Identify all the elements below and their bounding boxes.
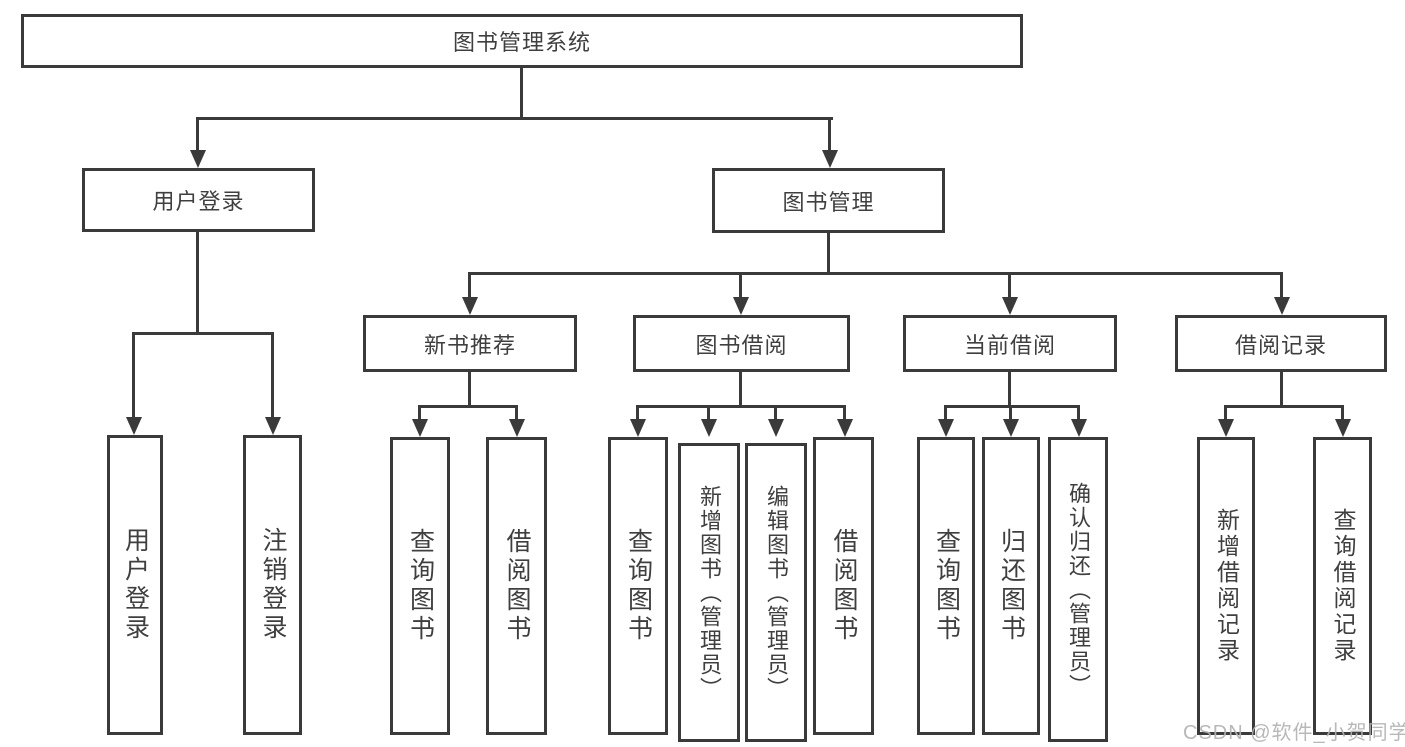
node-current-borrow: 当前借阅 bbox=[903, 315, 1117, 372]
csdn-watermark: CSDN @软件_小贺同学 bbox=[1183, 722, 1405, 744]
leaf-query-borrow-record: 查询借阅记录 bbox=[1313, 437, 1372, 735]
leaf-edit-book-admin: 编辑图书（管理员） bbox=[745, 443, 807, 742]
connector-drop-new-book bbox=[468, 272, 471, 299]
arrow-down-icon bbox=[822, 150, 838, 168]
node-user-login: 用户登录 bbox=[82, 168, 315, 232]
arrow-down-icon bbox=[412, 419, 428, 437]
connector-drop-book-mgmt bbox=[828, 117, 831, 152]
connector-drop-leaf-logout bbox=[271, 332, 274, 419]
arrow-down-icon bbox=[190, 150, 206, 168]
arrow-down-icon bbox=[1002, 297, 1018, 315]
connector-book-mgmt-rail bbox=[468, 272, 1283, 275]
arrow-down-icon bbox=[462, 297, 478, 315]
arrow-down-icon bbox=[265, 417, 281, 435]
connector-book-borrow-rail bbox=[636, 405, 846, 408]
connector-current-borrow-rail bbox=[944, 405, 1080, 408]
connector-drop bbox=[843, 405, 846, 421]
leaf-query-book-2: 查询图书 bbox=[608, 437, 668, 735]
connector-user-login-rail bbox=[132, 332, 274, 335]
connector-drop bbox=[1077, 405, 1080, 421]
connector-book-mgmt-stem bbox=[827, 233, 830, 275]
connector-user-login-stem bbox=[196, 232, 199, 335]
leaf-logout: 注销登录 bbox=[243, 435, 302, 735]
arrow-down-icon bbox=[1274, 297, 1290, 315]
arrow-down-icon bbox=[1335, 419, 1351, 437]
leaf-user-login: 用户登录 bbox=[107, 435, 163, 735]
leaf-add-book-admin: 新增图书（管理员） bbox=[678, 443, 740, 742]
connector-borrow-record-rail bbox=[1224, 405, 1344, 408]
node-borrow-record: 借阅记录 bbox=[1175, 315, 1387, 372]
connector-drop-leaf-user-login bbox=[132, 332, 135, 419]
connector-drop bbox=[1224, 405, 1227, 421]
connector-drop-current-borrow bbox=[1008, 272, 1011, 299]
arrow-down-icon bbox=[126, 417, 142, 435]
connector-drop bbox=[418, 405, 421, 421]
connector-drop bbox=[944, 405, 947, 421]
connector-drop bbox=[1341, 405, 1344, 421]
connector-current-borrow-stem bbox=[1008, 372, 1011, 408]
arrow-down-icon bbox=[630, 419, 646, 437]
node-root: 图书管理系统 bbox=[21, 14, 1023, 68]
node-book-management: 图书管理 bbox=[712, 168, 945, 233]
connector-drop bbox=[774, 405, 777, 421]
arrow-down-icon bbox=[701, 419, 717, 437]
connector-borrow-record-stem bbox=[1280, 372, 1283, 408]
connector-new-book-stem bbox=[468, 372, 471, 408]
leaf-borrow-book-2: 借阅图书 bbox=[813, 437, 874, 735]
connector-drop bbox=[1009, 405, 1012, 421]
leaf-borrow-book-1: 借阅图书 bbox=[486, 437, 547, 735]
connector-drop-user-login bbox=[196, 117, 199, 152]
connector-drop-book-borrow bbox=[739, 272, 742, 299]
leaf-return-book: 归还图书 bbox=[982, 437, 1040, 735]
connector-drop-borrow-record bbox=[1280, 272, 1283, 299]
arrow-down-icon bbox=[1071, 419, 1087, 437]
connector-root-rail bbox=[196, 117, 833, 120]
connector-drop bbox=[636, 405, 639, 421]
leaf-query-book-3: 查询图书 bbox=[917, 437, 975, 735]
connector-root-stem bbox=[520, 68, 523, 119]
leaf-add-borrow-record: 新增借阅记录 bbox=[1197, 437, 1255, 735]
arrow-down-icon bbox=[837, 419, 853, 437]
leaf-query-book-1: 查询图书 bbox=[390, 437, 450, 735]
arrow-down-icon bbox=[509, 419, 525, 437]
arrow-down-icon bbox=[938, 419, 954, 437]
node-book-borrow: 图书借阅 bbox=[633, 315, 850, 372]
arrow-down-icon bbox=[1003, 419, 1019, 437]
connector-drop bbox=[707, 405, 710, 421]
connector-new-book-rail bbox=[418, 405, 518, 408]
node-new-book-recommend: 新书推荐 bbox=[363, 315, 577, 372]
arrow-down-icon bbox=[768, 419, 784, 437]
arrow-down-icon bbox=[1218, 419, 1234, 437]
connector-drop bbox=[515, 405, 518, 421]
leaf-confirm-return-admin: 确认归还（管理员） bbox=[1048, 437, 1108, 742]
arrow-down-icon bbox=[733, 297, 749, 315]
connector-book-borrow-stem bbox=[739, 372, 742, 408]
